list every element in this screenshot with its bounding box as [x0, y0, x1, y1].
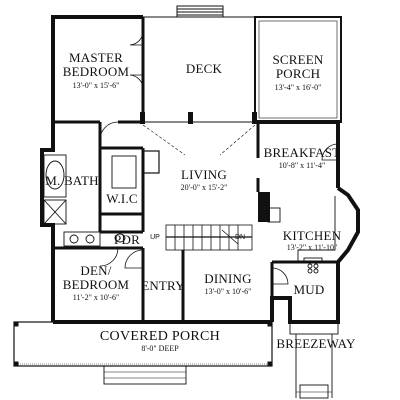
mud-label: MUD — [294, 282, 325, 297]
stair-up-label: UP — [150, 234, 160, 241]
den-bedroom-dims: 11'-2" x 10'-6" — [73, 293, 119, 302]
master-bedroom-dims: 13'-0" x 15'-6" — [73, 81, 120, 90]
screen-porch-label-2: PORCH — [276, 66, 320, 81]
kitchen-counters — [267, 196, 336, 274]
dining-label: DINING — [204, 271, 251, 286]
covered-porch-area — [13, 321, 273, 385]
kitchen-label: KITCHEN — [283, 228, 342, 243]
interior-walls — [53, 17, 338, 322]
pdr-label: PDR — [114, 232, 140, 247]
breakfast-label: BREAKFAST — [264, 145, 341, 160]
covered-porch-dims: 8'-0" DEEP — [141, 344, 179, 353]
living-dims: 20'-0" x 15'-2" — [181, 183, 228, 192]
covered-porch-label: COVERED PORCH — [100, 329, 220, 344]
ceiling-lines — [142, 124, 256, 156]
breezeway-area — [289, 321, 339, 399]
kitchen-dims: 13'-2" x 11'-10" — [287, 243, 337, 252]
den-bedroom-label-2: BEDROOM — [63, 277, 130, 292]
den-bedroom-label-1: DEN/ — [80, 263, 111, 278]
breezeway-label: BREEZEWAY — [276, 336, 356, 351]
wall-stubs — [140, 112, 270, 222]
dining-dims: 13'-0" x 10'-6" — [205, 287, 252, 296]
wic-label: W.I.C — [106, 191, 138, 206]
staircase — [165, 224, 253, 251]
entry-label: ENTRY — [141, 278, 185, 293]
deck-label: DECK — [186, 61, 223, 76]
breakfast-dims: 10'-8" x 11'-4" — [279, 161, 325, 170]
master-bedroom-label-1: MASTER — [69, 50, 123, 65]
master-bedroom-label-2: BEDROOM — [63, 64, 130, 79]
bath-fixtures — [43, 154, 137, 247]
door-swings — [99, 30, 339, 285]
living-label: LIVING — [181, 167, 227, 182]
screen-porch-label-1: SCREEN — [272, 52, 323, 67]
stair-down-label: DN — [235, 234, 245, 241]
screen-porch-dims: 13'-4" x 16'-0" — [275, 83, 322, 92]
m-bath-label: M. BATH — [45, 173, 98, 188]
